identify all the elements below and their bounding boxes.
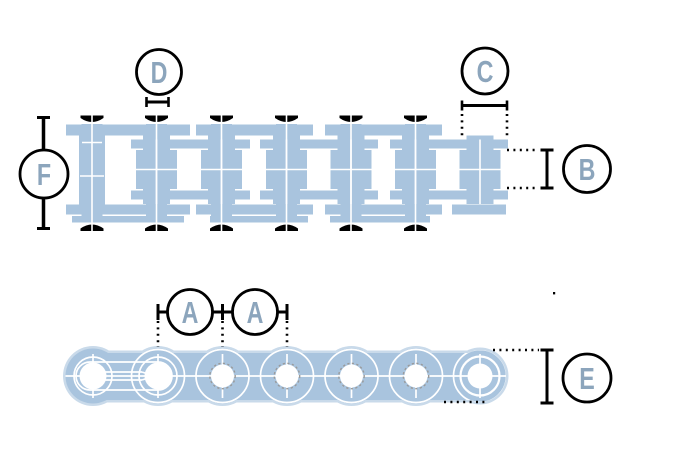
- inner-plate-top: [390, 139, 508, 149]
- label-d: D: [151, 55, 168, 90]
- plate-edge-strip: [72, 216, 184, 223]
- label-circle-a2: [231, 288, 279, 336]
- inner-plate-bottom: [260, 190, 378, 200]
- bushing-dashed-rings: [209, 362, 430, 390]
- chain-plan-view: [63, 346, 509, 406]
- inner-plate-bottom: [390, 190, 508, 200]
- label-circle-e: [561, 352, 613, 404]
- label-circle-b: [562, 144, 612, 194]
- master-pin-hole: [79, 362, 107, 390]
- outer-plate-bottom: [325, 204, 442, 215]
- plate-end-outline: [195, 348, 250, 404]
- master-link-clip: [73, 356, 178, 396]
- label-circle-a1: [166, 288, 214, 336]
- label-c: C: [477, 54, 494, 89]
- dimension-letters: F D C B A A E: [37, 54, 595, 396]
- dimension-d-line: [145, 97, 170, 107]
- plate-edge-strip: [210, 216, 308, 223]
- stray-dot: [553, 292, 556, 295]
- plate-end-outline: [324, 348, 379, 404]
- label-circle-d: [135, 48, 183, 96]
- outer-plate-top: [325, 124, 442, 136]
- inner-plate-bottom: [131, 190, 250, 200]
- bushing-hole: [340, 364, 363, 388]
- pin-holes: [79, 362, 493, 390]
- chain-side-plates: [66, 124, 508, 223]
- plate-end-outline: [259, 348, 315, 404]
- outer-plate-bottom: [196, 204, 313, 215]
- dimension-e-line: [444, 348, 554, 405]
- label-f: F: [37, 157, 51, 192]
- dimension-lines: [37, 97, 556, 405]
- label-a2: A: [247, 295, 264, 330]
- bushing-hole: [275, 364, 299, 388]
- inner-plate-top: [260, 139, 378, 149]
- end-roller-ring: [459, 355, 501, 397]
- dimension-labels: [18, 46, 613, 404]
- outer-plate-bottom: [452, 204, 506, 215]
- label-circle-c: [460, 46, 510, 96]
- label-a1: A: [182, 295, 199, 330]
- master-pin-hole: [144, 362, 172, 390]
- dimension-b-line: [507, 148, 554, 190]
- plate-edge-strip: [330, 216, 430, 223]
- plate-end-outline: [130, 348, 186, 404]
- chain-side-view: [66, 114, 508, 233]
- bushing-hole: [211, 364, 234, 388]
- dimension-c-line: [460, 100, 509, 138]
- inner-plate-top: [131, 139, 250, 149]
- outer-plate-bottom: [66, 204, 190, 215]
- label-circle-f: [18, 148, 70, 200]
- label-b: B: [579, 152, 596, 187]
- bushing-hole: [404, 364, 428, 388]
- end-roller-hole: [467, 363, 493, 389]
- label-e: E: [579, 361, 595, 396]
- side-view-detail-lines: [80, 114, 502, 233]
- plate-end-outline: [388, 348, 444, 404]
- outer-plate-top: [196, 124, 313, 136]
- outer-plate-top: [66, 124, 190, 136]
